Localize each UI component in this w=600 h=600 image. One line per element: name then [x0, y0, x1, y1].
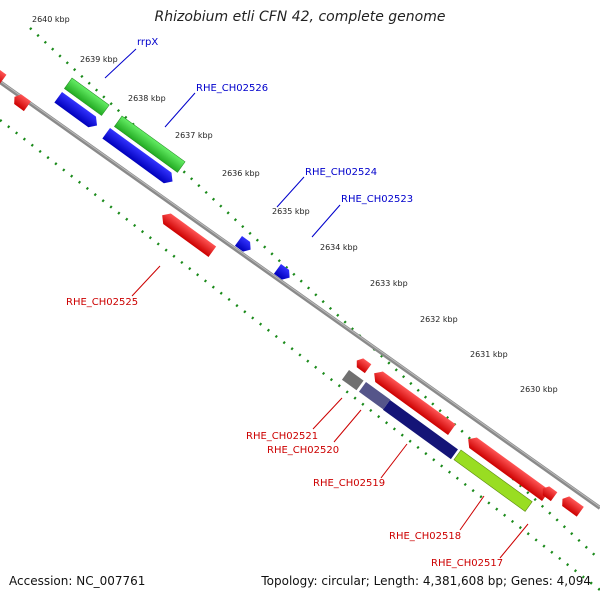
- tick-label-2633: 2633 kbp: [370, 279, 408, 288]
- gene-label-rhe-ch02520: RHE_CH02520: [267, 445, 339, 456]
- tick-label-2640: 2640 kbp: [32, 15, 70, 24]
- leader-rhe-ch02523: [311, 204, 341, 238]
- leader-rhe-ch02521: [312, 397, 343, 430]
- inner-tick-ring: [0, 119, 600, 591]
- feature-red-small-b[interactable]: [540, 484, 558, 502]
- feature-red-small-c[interactable]: [559, 494, 584, 517]
- feature-rhe-ch02524[interactable]: [234, 236, 254, 255]
- accession-text: Accession: NC_007761: [9, 574, 146, 588]
- leader-rhe-ch02518: [459, 495, 485, 531]
- gene-label-rhe-ch02518: RHE_CH02518: [389, 531, 461, 542]
- gene-label-rhe-ch02517: RHE_CH02517: [431, 558, 503, 569]
- tick-label-2636: 2636 kbp: [222, 169, 260, 178]
- feature-rrpX-cds[interactable]: [54, 92, 100, 131]
- gene-label-rrpX: rrpX: [137, 37, 158, 48]
- leader-rrpX: [104, 48, 137, 79]
- feature-rhe-ch02526-rna[interactable]: [114, 115, 186, 173]
- tick-label-2638: 2638 kbp: [128, 94, 166, 103]
- gene-label-rhe-ch02526: RHE_CH02526: [196, 83, 268, 94]
- tick-label-2639: 2639 kbp: [80, 55, 118, 64]
- feature-left-red-2[interactable]: [11, 92, 31, 112]
- feature-left-red-1[interactable]: [0, 70, 7, 85]
- leader-rhe-ch02519: [380, 443, 408, 479]
- leader-rhe-ch02517: [499, 523, 529, 559]
- genome-backbone-highlight: [0, 80, 600, 508]
- gene-label-rhe-ch02519: RHE_CH02519: [313, 478, 385, 489]
- leader-rhe-ch02524: [276, 176, 305, 208]
- leader-rhe-ch02525: [131, 265, 161, 297]
- gene-label-rhe-ch02525: RHE_CH02525: [66, 297, 138, 308]
- feature-rhe-ch02520[interactable]: [358, 382, 391, 410]
- tick-label-2631: 2631 kbp: [470, 350, 508, 359]
- topology-text: Topology: circular; Length: 4,381,608 bp…: [261, 574, 591, 588]
- gene-label-rhe-ch02521: RHE_CH02521: [246, 431, 318, 442]
- leader-rhe-ch02526: [164, 92, 196, 128]
- feature-rhe-ch02521[interactable]: [341, 370, 364, 391]
- tick-label-2634: 2634 kbp: [320, 243, 358, 252]
- gene-label-rhe-ch02523: RHE_CH02523: [341, 194, 413, 205]
- feature-red-small-a[interactable]: [354, 356, 372, 374]
- feature-rrpX-rna[interactable]: [64, 77, 110, 116]
- feature-rhe-ch02525[interactable]: [158, 210, 217, 257]
- feature-rhe-ch02526-cds[interactable]: [102, 128, 176, 187]
- feature-red-long-a[interactable]: [370, 368, 456, 435]
- feature-rhe-ch02523[interactable]: [273, 264, 293, 283]
- feature-rhe-ch02519[interactable]: [382, 400, 458, 460]
- tick-label-2630: 2630 kbp: [520, 385, 558, 394]
- leader-rhe-ch02520: [333, 409, 362, 443]
- tick-label-2637: 2637 kbp: [175, 131, 213, 140]
- tick-label-2635: 2635 kbp: [272, 207, 310, 216]
- tick-label-2632: 2632 kbp: [420, 315, 458, 324]
- genome-backbone: [0, 80, 600, 510]
- feature-red-long-b[interactable]: [464, 434, 550, 501]
- map-title: Rhizobium etli CFN 42, complete genome: [154, 9, 446, 25]
- feature-rhe-ch02518[interactable]: [453, 449, 533, 512]
- gene-label-rhe-ch02524: RHE_CH02524: [305, 167, 377, 178]
